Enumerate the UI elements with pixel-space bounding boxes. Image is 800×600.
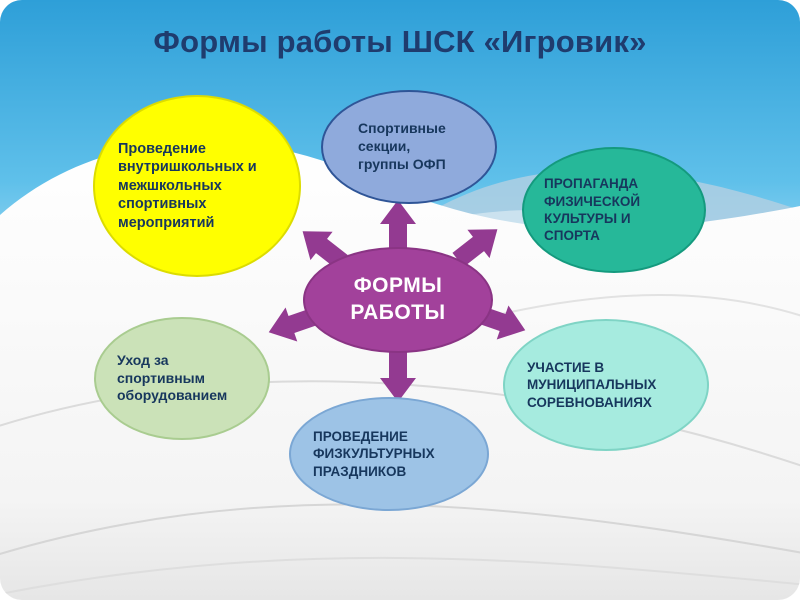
arrow-up [380,200,416,250]
node-equipment-care-label: Уход за спортивным оборудованием [117,351,228,404]
node-school-events-label: Проведение внутришкольных и межшкольных … [118,140,257,231]
center-ellipse-label: ФОРМЫ РАБОТЫ [350,274,446,324]
node-sport-festivals-label: ПРОВЕДЕНИЕ ФИЗКУЛЬТУРНЫХ ПРАЗДНИКОВ [313,429,435,479]
slide-title: Формы работы ШСК «Игровик» [153,24,647,59]
swoosh-line [0,556,800,596]
arrow-down [380,352,416,402]
node-municipal-competitions: УЧАСТИЕ В МУНИЦИПАЛЬНЫХ СОРЕВНОВАНИЯХ [503,319,709,451]
node-school-events: Проведение внутришкольных и межшкольных … [93,95,301,277]
node-municipal-competitions-label: УЧАСТИЕ В МУНИЦИПАЛЬНЫХ СОРЕВНОВАНИЯХ [527,360,657,410]
node-sport-sections-label: Спортивные секции, группы ОФП [358,120,446,172]
node-sport-sections: Спортивные секции, группы ОФП [321,90,497,204]
center-ellipse: ФОРМЫ РАБОТЫ [303,247,493,353]
node-propaganda: ПРОПАГАНДА ФИЗИЧЕСКОЙ КУЛЬТУРЫ И СПОРТА [522,147,706,273]
swoosh-line [0,503,800,556]
node-equipment-care: Уход за спортивным оборудованием [94,317,270,440]
node-sport-festivals: ПРОВЕДЕНИЕ ФИЗКУЛЬТУРНЫХ ПРАЗДНИКОВ [289,397,489,511]
node-propaganda-label: ПРОПАГАНДА ФИЗИЧЕСКОЙ КУЛЬТУРЫ И СПОРТА [544,176,641,244]
